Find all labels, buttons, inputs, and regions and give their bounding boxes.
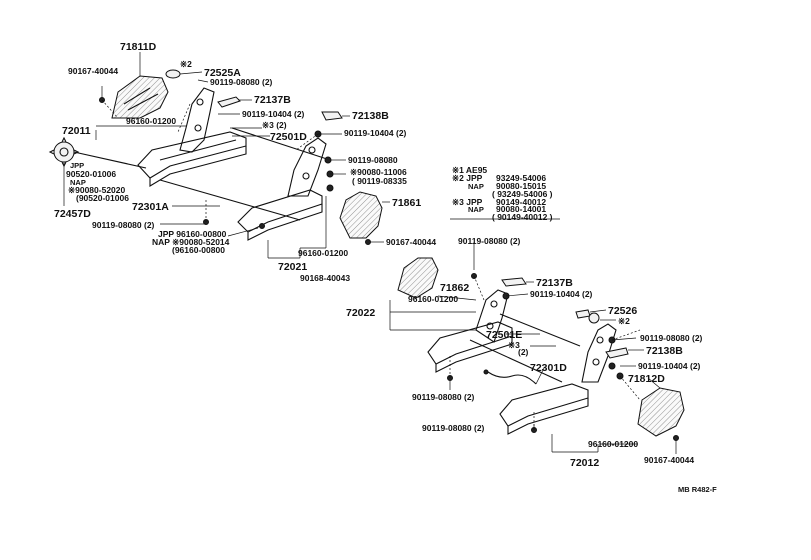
note-1-key: ※1 AE95 xyxy=(452,165,487,175)
label-72501e: 72501E xyxy=(486,329,522,341)
label-96160-01200-low: 96160-01200 xyxy=(588,439,638,449)
seat-track-72011 xyxy=(137,131,247,179)
label-71812d: 71812D xyxy=(628,373,665,385)
seat-track-72012 xyxy=(499,383,589,427)
label-90168-40043: 90168-40043 xyxy=(300,273,350,283)
note-3-value-1: 90149-40012 xyxy=(496,197,546,207)
label-90119-08080-2-left: 90119-08080 (2) xyxy=(92,220,155,230)
label-72501d: 72501D xyxy=(270,131,307,143)
label-90119-10404-2-b: 90119-10404 (2) xyxy=(344,128,407,138)
label-96160-01200-bot: 96160-01200 xyxy=(408,294,458,304)
label-72526: 72526 xyxy=(608,305,637,317)
label-90119-10404-2-c: 90119-10404 (2) xyxy=(530,289,593,299)
recliner-gear-72457d xyxy=(53,141,75,163)
label-nap-left: NAP xyxy=(70,178,86,187)
label-72137b-bot: 72137B xyxy=(536,277,573,289)
label-72011: 72011 xyxy=(62,125,91,137)
label-90119-08080-2-c: 90119-08080 (2) xyxy=(640,333,703,343)
label-72138b-top: 72138B xyxy=(352,110,389,122)
note-2-value-3: ( 93249-54006 ) xyxy=(492,189,553,199)
label-72012: 72012 xyxy=(570,457,599,469)
label-90119-08080-2-top: 90119-08080 (2) xyxy=(210,77,273,87)
label-90520-01006-paren: (90520-01006 xyxy=(76,193,129,203)
label-96160-01200-mid: 96160-01200 xyxy=(298,248,348,258)
label-90167-40044-bot: 90167-40044 xyxy=(644,455,694,465)
seat-track-72022 xyxy=(427,321,513,365)
label-jpp-96160-00800: JPP 96160-00800 xyxy=(158,229,227,239)
label-71811d: 71811D xyxy=(120,41,157,53)
label-90119-08080-mid: 90119-08080 xyxy=(348,155,398,165)
label-72301a: 72301A xyxy=(132,201,169,213)
label-72525a: 72525A xyxy=(204,67,241,79)
lower-seat-track-assembly xyxy=(389,242,685,454)
label-72457d: 72457D xyxy=(54,208,91,220)
label-nap-90080-52014: NAP ※90080-52014 xyxy=(152,237,230,247)
label-72022: 72022 xyxy=(346,307,375,319)
upper-seat-track-assembly xyxy=(48,52,390,259)
label-90520-01006: 90520-01006 xyxy=(66,169,116,179)
hinge-bracket-upper-left xyxy=(179,87,215,153)
label-90167-40044-mid: 90167-40044 xyxy=(386,237,436,247)
label-72137b-top: 72137B xyxy=(254,94,291,106)
knob-72525a xyxy=(165,69,181,79)
label-90080-52020: ※90080-52020 xyxy=(68,185,125,195)
note-2-nap: NAP xyxy=(468,182,484,191)
label-72021: 72021 xyxy=(278,261,307,273)
label-star2-bot: ※2 xyxy=(618,316,630,326)
side-cover-71861 xyxy=(339,191,383,239)
note-3-key: ※3 JPP xyxy=(452,197,483,207)
hinge-bracket-lower-right xyxy=(581,323,617,383)
label-96160-00800-paren: (96160-00800 xyxy=(172,245,225,255)
note-3-value-3: ( 90149-40012 ) xyxy=(492,212,553,222)
label-star3-bot: ※3 xyxy=(508,340,520,350)
label-jpp-left: JPP xyxy=(70,161,84,170)
side-cover-71862 xyxy=(397,257,439,299)
recliner-cover-71812d xyxy=(637,387,685,437)
label-90167-40044-top: 90167-40044 xyxy=(68,66,118,76)
label-96160-01200-top: 96160-01200 xyxy=(126,116,176,126)
note-2-key: ※2 JPP xyxy=(452,173,483,183)
label-71861: 71861 xyxy=(392,197,421,209)
label-90119-08080-2-e: 90119-08080 (2) xyxy=(422,423,485,433)
label-71862: 71862 xyxy=(440,282,469,294)
label-90119-08335: ( 90119-08335 xyxy=(352,176,407,186)
label-72301d: 72301D xyxy=(530,362,567,374)
note-2-value-1: 93249-54006 xyxy=(496,173,546,183)
label-90119-10404-2-d: 90119-10404 (2) xyxy=(638,361,701,371)
label-90119-08080-2-right: 90119-08080 (2) xyxy=(458,236,521,246)
label-90119-08080-2-d: 90119-08080 (2) xyxy=(412,392,475,402)
note-3-nap: NAP xyxy=(468,205,484,214)
footer-code: MB R482-F xyxy=(678,485,717,494)
recliner-cover-71811d xyxy=(111,75,169,119)
note-3-value-2: 90080-14001 xyxy=(496,204,546,214)
seat-track-72021 xyxy=(237,189,323,233)
hinge-bracket-upper-right xyxy=(287,137,327,197)
label-star3-bot-2: (2) xyxy=(518,347,529,357)
label-90119-10404-2-a: 90119-10404 (2) xyxy=(242,109,305,119)
label-star2-top: ※2 xyxy=(180,59,192,69)
label-90080-11006: ※90080-11006 xyxy=(350,167,407,177)
label-star3-2-top: ※3 (2) xyxy=(262,120,287,130)
label-72138b-bot: 72138B xyxy=(646,345,683,357)
note-2-value-2: 90080-15015 xyxy=(496,181,546,191)
